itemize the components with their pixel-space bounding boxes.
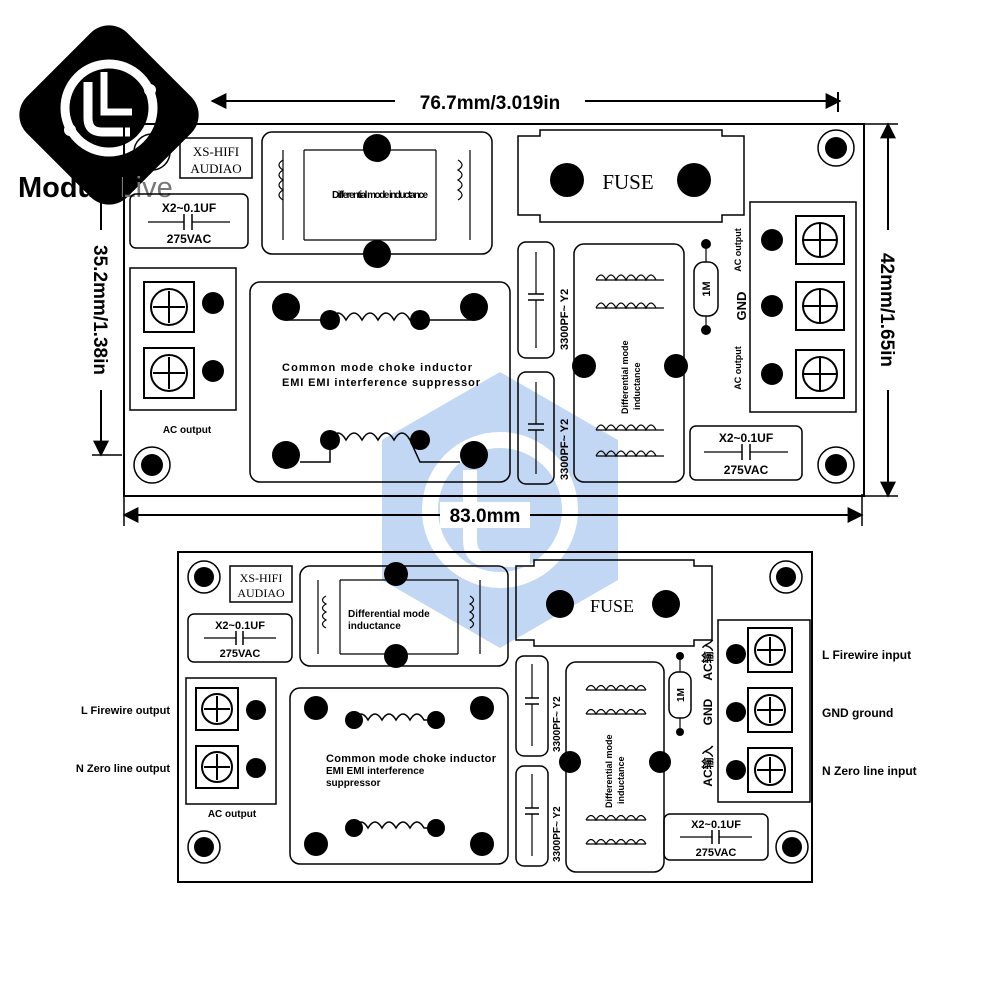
differential-inductor-vertical: Differential mode inductance xyxy=(572,243,688,483)
svg-text:EMI EMI interference suppresso: EMI EMI interference suppressor xyxy=(282,377,481,389)
dim-right: 42mm/1.65in xyxy=(864,122,902,498)
svg-text:AUDIAO: AUDIAO xyxy=(190,161,241,176)
bottom-board: XS-HIFI AUDIAO X2~0.1UF 275VAC Different… xyxy=(177,551,813,883)
common-mode-choke: Common mode choke inductor EMI EMI inter… xyxy=(249,281,511,483)
svg-text:Differential mode: Differential mode xyxy=(604,734,614,808)
svg-text:inductance: inductance xyxy=(632,362,642,410)
common-mode-choke: Common mode choke inductor EMI EMI inter… xyxy=(289,687,509,865)
svg-text:275VAC: 275VAC xyxy=(696,847,737,859)
y2-capacitor-bottom: 3300PF~ Y2 xyxy=(515,765,563,867)
y2-capacitor-top: 3300PF~ Y2 xyxy=(517,241,571,359)
svg-text:275VAC: 275VAC xyxy=(167,232,212,246)
y2-capacitor-bottom: 3300PF~ Y2 xyxy=(517,371,571,485)
dim-top-label: 76.7mm/3.019in xyxy=(420,93,560,114)
dim-left: 35.2mm/1.38in xyxy=(88,170,122,457)
brand-box: XS-HIFI AUDIAO xyxy=(179,137,253,179)
dim-left-label: 35.2mm/1.38in xyxy=(89,245,110,375)
mounting-hole xyxy=(187,830,221,864)
svg-text:suppressor: suppressor xyxy=(326,778,381,789)
mounting-hole xyxy=(133,446,171,484)
differential-inductor: Differential mode inductance xyxy=(261,131,493,268)
resistor-1m: 1M xyxy=(693,239,719,335)
svg-text:3300PF~ Y2: 3300PF~ Y2 xyxy=(552,806,563,862)
svg-text:X2~0.1UF: X2~0.1UF xyxy=(162,201,216,215)
differential-inductor-vertical: Differential mode inductance xyxy=(559,661,671,873)
svg-text:Differential mode: Differential mode xyxy=(620,340,630,414)
dim-right-label: 42mm/1.65in xyxy=(876,253,897,367)
terminal-block-left xyxy=(185,677,277,805)
mounting-hole xyxy=(817,129,855,167)
dim-top: 76.7mm/3.019in xyxy=(210,88,842,114)
terminal-block-right: AC输入 GND AC输入 xyxy=(700,619,811,803)
x2-capacitor: X2~0.1UF 275VAC xyxy=(187,613,293,663)
svg-text:Common mode choke inductor: Common mode choke inductor xyxy=(326,753,497,765)
svg-text:X2~0.1UF: X2~0.1UF xyxy=(691,819,741,831)
svg-text:EMI EMI interference: EMI EMI interference xyxy=(326,766,425,777)
svg-text:1M: 1M xyxy=(676,688,687,702)
svg-text:1M: 1M xyxy=(701,281,713,296)
svg-text:FUSE: FUSE xyxy=(590,596,634,616)
x2-capacitor: X2~0.1UF 275VAC xyxy=(129,193,249,249)
callout-n-output: N Zero line output xyxy=(76,763,170,775)
svg-text:AC输入: AC输入 xyxy=(700,639,715,680)
y2-capacitor-top: 3300PF~ Y2 xyxy=(515,655,563,757)
terminal-block-right: AC output GND AC output xyxy=(733,201,857,413)
callout-l-output: L Firewire output xyxy=(81,705,170,717)
svg-text:275VAC: 275VAC xyxy=(724,463,769,477)
svg-text:Differential mode: Differential mode xyxy=(348,609,430,620)
svg-text:inductance: inductance xyxy=(616,756,626,804)
resistor-1m: 1M xyxy=(668,652,692,736)
svg-text:3300PF~ Y2: 3300PF~ Y2 xyxy=(559,289,571,350)
svg-text:3300PF~ Y2: 3300PF~ Y2 xyxy=(552,696,563,752)
svg-text:GND: GND xyxy=(734,292,749,321)
brand-box: XS-HIFI AUDIAO xyxy=(229,565,293,603)
mounting-hole xyxy=(817,446,855,484)
fuse-holder: FUSE xyxy=(517,129,745,223)
x2-capacitor-right: X2~0.1UF 275VAC xyxy=(663,813,769,861)
x2-capacitor-right: X2~0.1UF 275VAC xyxy=(689,425,803,481)
callout-gnd-ground: GND ground xyxy=(822,706,893,720)
mounting-hole xyxy=(775,830,809,864)
dim-bottom: 83.0mm xyxy=(122,494,864,528)
mounting-hole xyxy=(187,560,221,594)
mounting-hole xyxy=(769,560,803,594)
svg-text:X2~0.1UF: X2~0.1UF xyxy=(719,431,773,445)
fuse-holder: FUSE xyxy=(515,559,713,647)
svg-text:AC输入: AC输入 xyxy=(700,745,715,786)
dim-bottom-label: 83.0mm xyxy=(450,506,521,527)
differential-inductor: Differential mode inductance xyxy=(299,562,509,668)
svg-text:GND: GND xyxy=(701,698,715,725)
svg-text:Differential mode inductance: Differential mode inductance xyxy=(332,190,428,201)
svg-text:AC output: AC output xyxy=(733,228,743,271)
callout-n-input: N Zero line input xyxy=(822,764,917,778)
svg-text:AUDIAO: AUDIAO xyxy=(237,586,285,600)
terminal-block-left xyxy=(129,267,237,411)
ac-output-label-bottom: AC output xyxy=(208,809,257,820)
svg-text:AC output: AC output xyxy=(733,346,743,389)
svg-text:3300PF~ Y2: 3300PF~ Y2 xyxy=(559,419,571,480)
svg-text:275VAC: 275VAC xyxy=(220,648,261,660)
svg-text:inductance: inductance xyxy=(348,621,401,632)
ac-output-label-left: AC output xyxy=(163,425,212,436)
logo-text: ModuleLive xyxy=(18,172,173,204)
svg-text:XS-HIFI: XS-HIFI xyxy=(240,571,283,585)
svg-text:Common mode choke inductor: Common mode choke inductor xyxy=(282,362,473,374)
top-board: XS-HIFI AUDIAO X2~0.1UF 275VAC D xyxy=(123,123,865,497)
callout-l-input: L Firewire input xyxy=(822,648,911,662)
mounting-hole xyxy=(133,133,171,171)
svg-text:FUSE: FUSE xyxy=(602,170,653,194)
svg-text:X2~0.1UF: X2~0.1UF xyxy=(215,620,265,632)
svg-text:XS-HIFI: XS-HIFI xyxy=(193,144,239,159)
